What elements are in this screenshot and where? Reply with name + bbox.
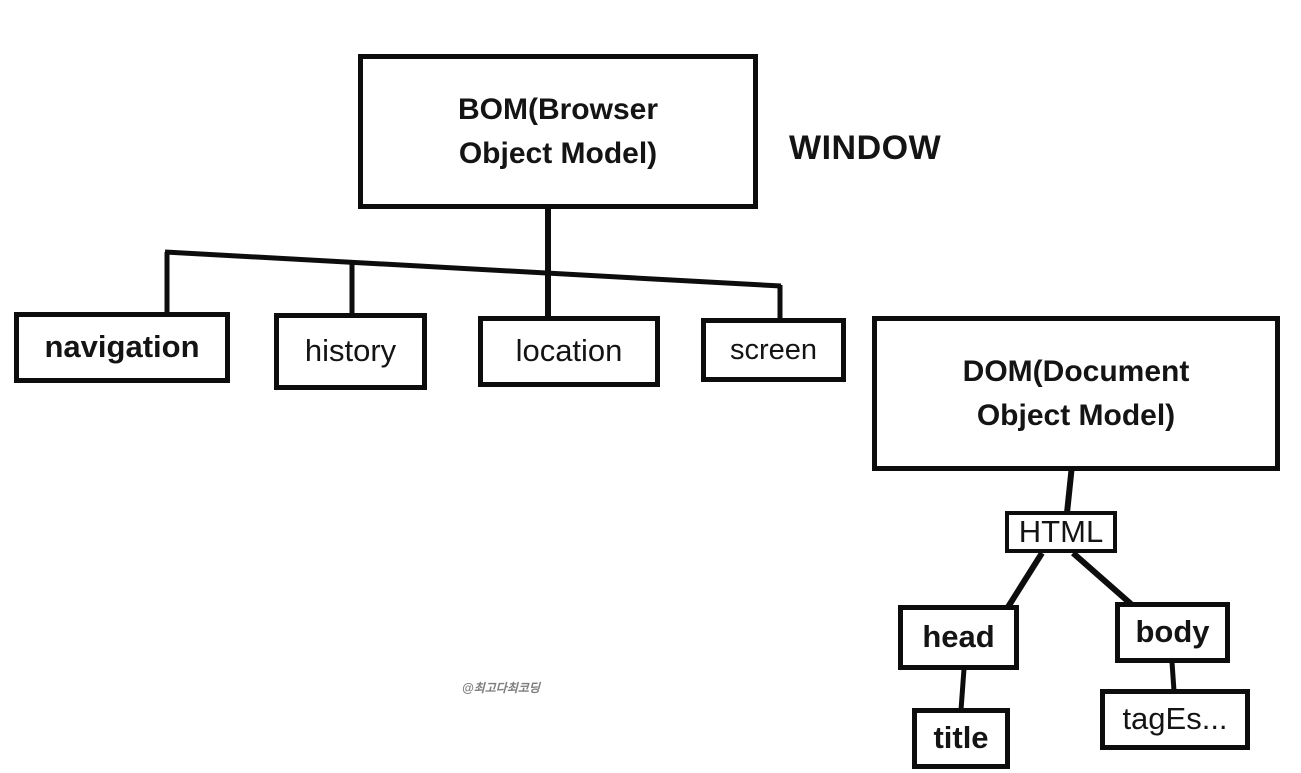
edge-html-body bbox=[1071, 550, 1133, 607]
node-location-label: location bbox=[515, 333, 623, 369]
node-screen[interactable]: screen bbox=[701, 318, 846, 382]
node-tages[interactable]: tagEs... bbox=[1100, 689, 1250, 750]
node-screen-label: screen bbox=[729, 333, 818, 366]
node-dom[interactable]: DOM(Document Object Model) bbox=[872, 316, 1280, 471]
node-navigation[interactable]: navigation bbox=[14, 312, 230, 383]
edge-body-tages bbox=[1169, 661, 1177, 692]
node-navigation-label: navigation bbox=[44, 329, 200, 365]
edge-head-title bbox=[958, 668, 967, 711]
node-html-label: HTML bbox=[1018, 513, 1104, 549]
node-body[interactable]: body bbox=[1115, 602, 1230, 663]
edge-bom-bus bbox=[164, 249, 782, 289]
node-html[interactable]: HTML bbox=[1005, 511, 1117, 553]
node-title-label: title bbox=[933, 720, 989, 756]
node-head-label: head bbox=[922, 619, 995, 655]
node-dom-label: DOM(Document Object Model) bbox=[962, 355, 1190, 432]
node-bom-label: BOM(Browser Object Model) bbox=[457, 93, 659, 170]
edge-dom-html bbox=[1064, 464, 1075, 514]
node-bom[interactable]: BOM(Browser Object Model) bbox=[358, 54, 758, 209]
node-title[interactable]: title bbox=[912, 708, 1010, 769]
node-head[interactable]: head bbox=[898, 605, 1019, 670]
watermark-text: @최고다최코딩 bbox=[462, 681, 540, 695]
window-label: WINDOW bbox=[789, 129, 942, 167]
node-body-label: body bbox=[1135, 614, 1210, 650]
node-tages-label: tagEs... bbox=[1122, 701, 1228, 737]
edge-html-head bbox=[1005, 551, 1045, 609]
node-location[interactable]: location bbox=[478, 316, 660, 387]
node-history-label: history bbox=[304, 333, 397, 369]
node-history[interactable]: history bbox=[274, 313, 427, 390]
